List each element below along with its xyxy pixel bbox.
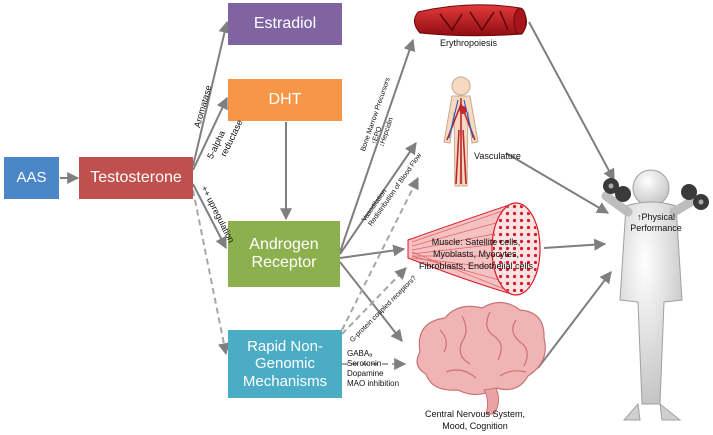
dashed-arrow-rapid-vasculature <box>341 176 419 331</box>
testosterone-box: Testosterone <box>79 157 193 199</box>
muscle-text-2: Myoblasts, Myocytes, <box>432 249 520 259</box>
muscle-label: Muscle: Satellite cells, Myoblasts, Myoc… <box>410 236 542 272</box>
cns-label: Central Nervous System, Mood, Cognition <box>412 408 538 432</box>
arrow-muscle-performance <box>543 238 607 251</box>
dashed-arrow-testosterone-rapid <box>192 189 230 356</box>
arrow-vascular-performance <box>505 152 610 214</box>
blood-vessel-icon <box>414 4 527 37</box>
muscle-text-1: Muscle: Satellite cells, <box>431 237 521 247</box>
performance-text-2: Performance <box>630 223 682 233</box>
mao-inhibition-text: MAO inhibition <box>347 379 400 388</box>
rapid-label-2: Genomic <box>254 355 316 373</box>
weightlifter-icon <box>601 169 709 421</box>
brain-icon <box>416 301 546 415</box>
rapid-label-3: Mechanisms <box>242 372 328 390</box>
arrow-ar-cns <box>339 261 403 342</box>
neurotransmitter-label: GABAₐ Serotonin Dopamine MAO inhibition <box>347 349 399 389</box>
arrow-testosterone-dht <box>192 96 228 171</box>
arrow-ar-erythropoiesis <box>339 38 416 253</box>
gaba-text: GABAₐ <box>347 349 373 358</box>
arrow-ar-vasculature <box>339 142 417 255</box>
dashed-arrow-rapid-muscle <box>341 267 407 335</box>
estradiol-label: Estradiol <box>253 14 317 32</box>
testosterone-label: Testosterone <box>90 168 182 186</box>
arrow-cns-performance <box>537 271 612 369</box>
cns-text-1: Central Nervous System, <box>424 409 526 419</box>
erythropoiesis-label: Erythropoiesis <box>440 38 498 48</box>
physical-performance-label: ↑Physical Performance <box>626 212 686 234</box>
muscle-text-3: Fibroblasts, Endothelial cells <box>418 261 534 271</box>
androgen-receptor-box: Androgen Receptor <box>228 221 340 287</box>
androgen-receptor-label-2: Receptor <box>251 254 317 271</box>
muscle-fiber-icon <box>407 202 541 296</box>
arrow-testosterone-estradiol <box>192 20 231 167</box>
dht-box: DHT <box>228 79 342 121</box>
cns-text-2: Mood, Cognition <box>442 421 508 431</box>
arrow-erythro-performance <box>528 21 615 182</box>
performance-text-1: ↑Physical <box>636 212 675 222</box>
aas-box: AAS <box>4 157 59 199</box>
rapid-mechanisms-box: Rapid Non- Genomic Mechanisms <box>228 330 342 398</box>
androgen-receptor-label-1: Androgen <box>249 235 319 253</box>
arrow-testosterone-ar <box>192 183 227 250</box>
dht-label: DHT <box>268 90 302 108</box>
aas-label: AAS <box>16 169 47 187</box>
vasculature-label: Vasculature <box>474 151 521 161</box>
arrow-ar-muscle <box>339 244 406 259</box>
dopamine-text: Dopamine <box>347 369 384 378</box>
rapid-label-1: Rapid Non- <box>247 338 323 356</box>
vascular-body-icon <box>443 76 479 187</box>
serotonin-text: Serotonin <box>347 359 382 368</box>
estradiol-box: Estradiol <box>228 3 342 45</box>
